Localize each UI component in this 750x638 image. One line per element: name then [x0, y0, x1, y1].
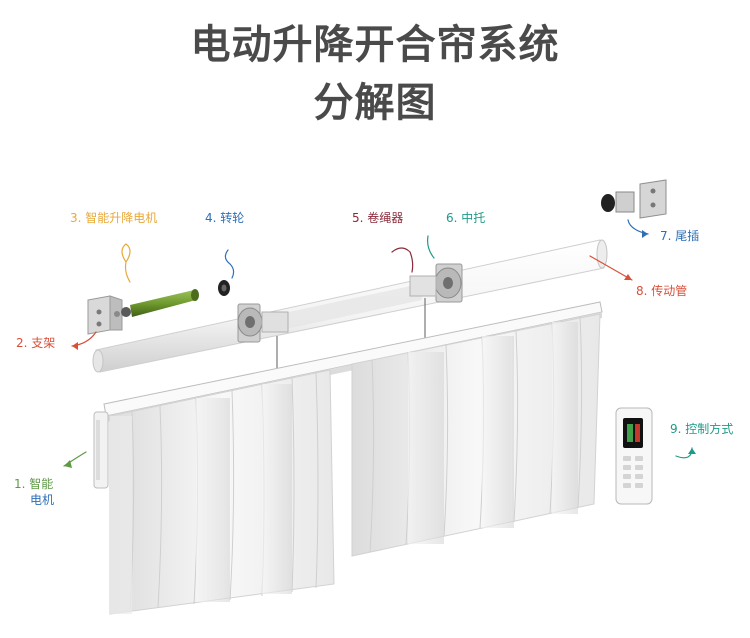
arrowhead-track-motor: [64, 460, 72, 468]
rope-reel-right: [409, 263, 463, 303]
right-curtain-panel: [351, 313, 601, 557]
arrow-end-plug: [627, 219, 649, 235]
arrow-rope-reel: [391, 247, 414, 273]
label-track-motor-text: 电机: [30, 493, 55, 507]
drive-tube: [92, 239, 608, 373]
diagram-title: 电动升降开合帘系统: [190, 22, 560, 68]
remote-control: [615, 407, 653, 505]
track-motor: [93, 411, 109, 489]
bracket: [87, 295, 123, 335]
arrow-gear: [224, 249, 235, 279]
arrowhead-drive-tube: [624, 274, 632, 280]
label-track-motor-number: 1. 智能: [14, 477, 54, 491]
arrowhead-bracket: [72, 342, 78, 350]
label-rope-reel: 5. 卷绳器: [352, 211, 404, 225]
rope-reel-left: [237, 303, 289, 343]
end-plug: [601, 179, 667, 219]
arrowhead-end-plug: [642, 230, 648, 238]
diagram-subtitle: 分解图: [313, 80, 437, 126]
gear: [218, 280, 230, 296]
label-bracket: 2. 支架: [16, 336, 56, 350]
arrowhead-remote: [688, 448, 696, 454]
arrow-mid-support: [427, 235, 435, 259]
left-curtain-panel: [109, 369, 335, 615]
label-lift-motor: 3. 智能升降电机: [70, 211, 158, 225]
label-remote: 9. 控制方式: [670, 422, 734, 436]
arrow-drive-tube: [589, 255, 633, 281]
lift-motor: [114, 289, 199, 317]
arrow-lift-motor: [121, 243, 131, 283]
label-drive-tube: 8. 传动管: [636, 284, 688, 298]
label-gear: 4. 转轮: [205, 211, 245, 225]
label-end-plug: 7. 尾插: [660, 229, 700, 243]
label-mid-support: 6. 中托: [446, 211, 486, 225]
